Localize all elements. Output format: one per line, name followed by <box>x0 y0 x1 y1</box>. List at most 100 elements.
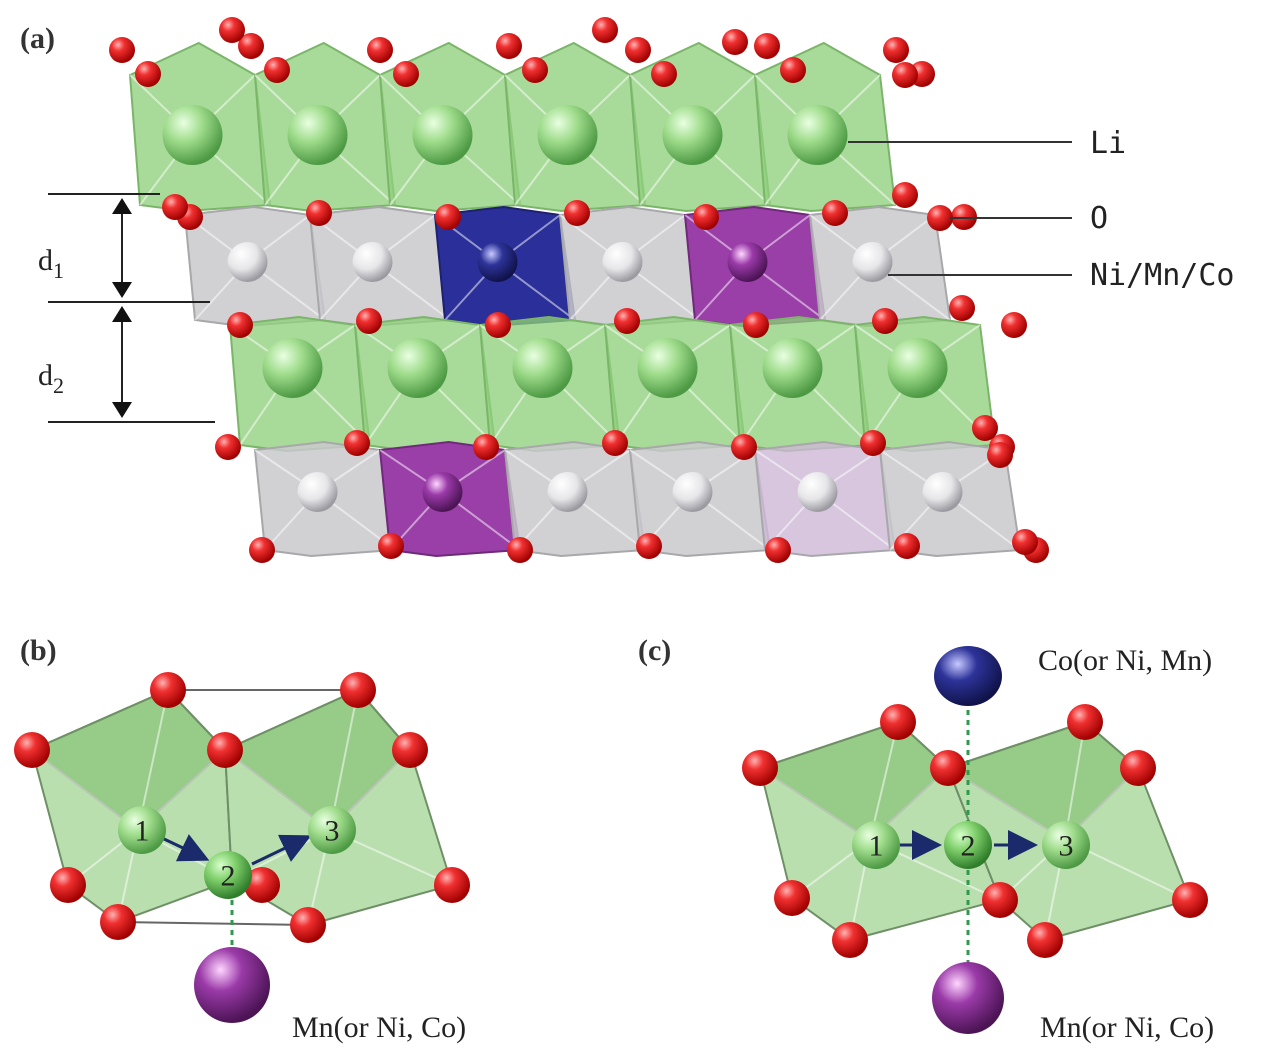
c-bottom-cation-label: Mn(or Ni, Co) <box>1040 1011 1214 1044</box>
site-number-2: 2 <box>221 860 236 893</box>
oxygen-atom <box>207 732 243 768</box>
d1-label: d1 <box>38 244 64 283</box>
oxygen-atom <box>392 732 428 768</box>
tm-atom <box>602 242 643 282</box>
li-atom <box>637 338 698 398</box>
oxygen-atom <box>860 430 886 456</box>
panel-c-label: (c) <box>638 634 671 667</box>
li-atom <box>412 105 473 165</box>
oxygen-atom <box>150 672 186 708</box>
tm-atom <box>352 242 393 282</box>
oxygen-atom <box>614 308 640 334</box>
d1-arrow <box>112 198 132 298</box>
li-atom <box>162 105 223 165</box>
oxygen-atom <box>507 537 533 563</box>
tm-atom <box>297 472 338 512</box>
li-site-2 <box>204 851 252 899</box>
oxygen-atom <box>894 533 920 559</box>
panel-b-label: (b) <box>20 634 57 667</box>
oxygen-atom <box>496 33 522 59</box>
oxygen-atom <box>473 434 499 460</box>
oxygen-atom <box>1067 704 1103 740</box>
oxygen-atom <box>435 204 461 230</box>
oxygen-atom <box>393 61 419 87</box>
oxygen-atom <box>892 62 918 88</box>
li-site-1 <box>852 821 900 869</box>
oxygen-atom <box>625 37 651 63</box>
oxygen-atom <box>50 867 86 903</box>
tm-atom <box>227 242 268 282</box>
oxygen-atom <box>693 204 719 230</box>
legend-li: Li <box>1090 126 1126 161</box>
oxygen-atom <box>219 17 245 43</box>
oxygen-atom <box>367 37 393 63</box>
li-site-3 <box>1042 821 1090 869</box>
tm-atom <box>852 242 893 282</box>
oxygen-atom <box>832 922 868 958</box>
legend-o: O <box>1090 201 1108 236</box>
oxygen-atom <box>982 882 1018 918</box>
li-atom <box>512 338 573 398</box>
oxygen-atom <box>356 308 382 334</box>
oxygen-atom <box>872 308 898 334</box>
oxygen-atom <box>244 867 280 903</box>
oxygen-atom <box>215 434 241 460</box>
b-cation-label: Mn(or Ni, Co) <box>292 1011 466 1044</box>
tm-atom <box>797 472 838 512</box>
oxygen-atom <box>722 29 748 55</box>
oxygen-atom <box>930 750 966 786</box>
oxygen-atom <box>238 33 264 59</box>
oxygen-atom <box>564 200 590 226</box>
oxygen-atom <box>1001 312 1027 338</box>
oxygen-atom <box>883 37 909 63</box>
mn-cation <box>932 962 1004 1034</box>
li-atom <box>537 105 598 165</box>
li-atom <box>762 338 823 398</box>
oxygen-atom <box>731 434 757 460</box>
oxygen-atom <box>972 415 998 441</box>
oxygen-atom <box>743 312 769 338</box>
panel-a-label: (a) <box>20 22 55 55</box>
oxygen-atom <box>1012 529 1038 555</box>
oxygen-atom <box>249 537 275 563</box>
oxygen-atom <box>1172 882 1208 918</box>
legend-ni-mn-co: Ni/Mn/Co <box>1090 258 1235 293</box>
oxygen-atom <box>927 205 953 231</box>
oxygen-atom <box>592 17 618 43</box>
oxygen-atom <box>602 430 628 456</box>
site-number-1: 1 <box>869 830 884 863</box>
oxygen-atom <box>290 907 326 943</box>
mn-cation <box>194 947 270 1023</box>
site-number-3: 3 <box>325 815 340 848</box>
mn-atom <box>422 472 463 512</box>
oxygen-atom <box>306 200 332 226</box>
panel-b-li-migration-path: (b) <box>14 634 470 1044</box>
site-number-3: 3 <box>1059 830 1074 863</box>
oxygen-atom <box>522 57 548 83</box>
li-site-1 <box>118 806 166 854</box>
tm-atom <box>547 472 588 512</box>
li-atom <box>262 338 323 398</box>
c-top-cation-label: Co(or Ni, Mn) <box>1038 644 1212 677</box>
co-cation <box>934 646 1002 706</box>
hop-arrow-2-to-3 <box>251 834 312 866</box>
tm-atom <box>672 472 713 512</box>
d2-label: d2 <box>38 359 64 398</box>
oxygen-atom <box>14 732 50 768</box>
d2-arrow <box>112 306 132 418</box>
site-number-1: 1 <box>135 815 150 848</box>
oxygen-atom <box>100 904 136 940</box>
cell-bottom-edge <box>117 921 309 926</box>
oxygen-atom <box>1027 922 1063 958</box>
oxygen-atom <box>636 533 662 559</box>
oxygen-atom <box>880 704 916 740</box>
oxygen-atom <box>822 200 848 226</box>
panel-c-li-migration-path: (c) 1 2 3 <box>638 634 1214 1044</box>
mn-atom <box>727 242 768 282</box>
oxygen-atom <box>378 533 404 559</box>
oxygen-atom <box>892 182 918 208</box>
oxygen-atom <box>135 61 161 87</box>
hop-arrow-1-to-2 <box>161 834 210 862</box>
oxygen-atom <box>227 312 253 338</box>
